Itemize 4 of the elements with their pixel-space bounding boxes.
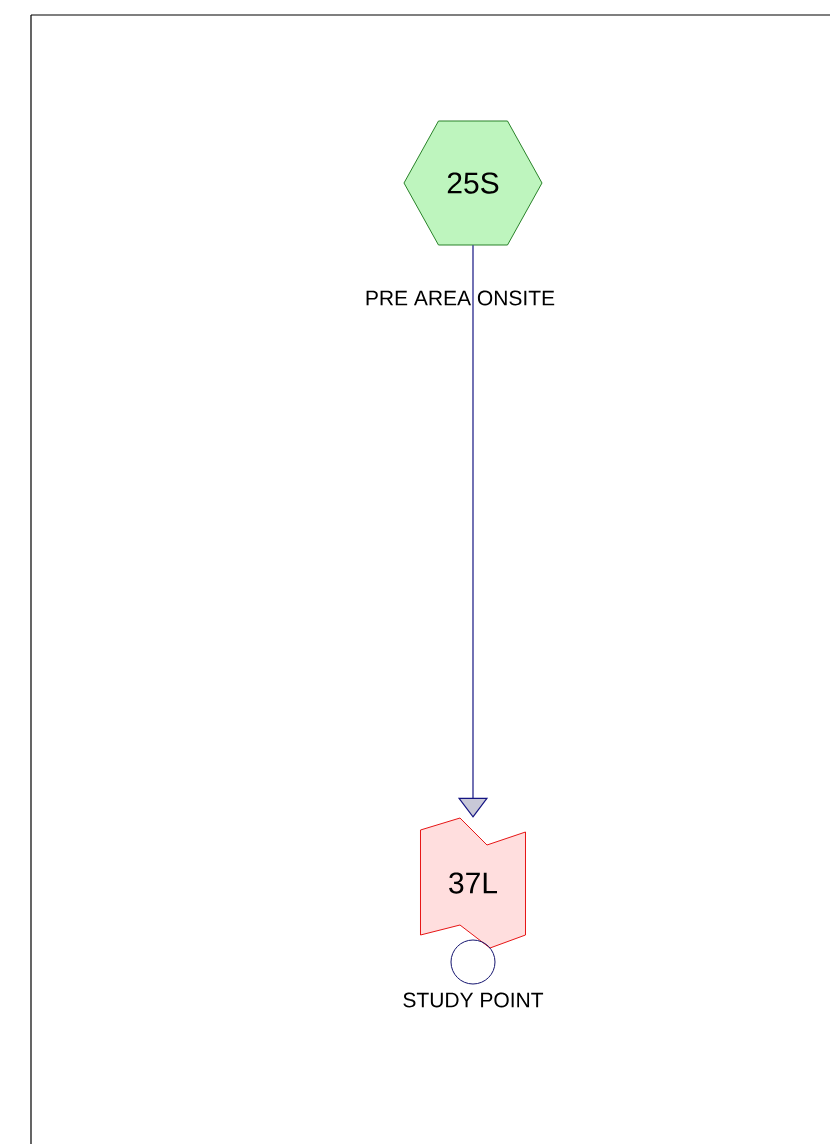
link-node: 37L [420, 817, 526, 985]
hexagon-node: 25S [403, 120, 543, 246]
node-label: PRE AREA ONSITE [366, 290, 555, 306]
node-label: STUDY POINT [403, 992, 544, 1008]
